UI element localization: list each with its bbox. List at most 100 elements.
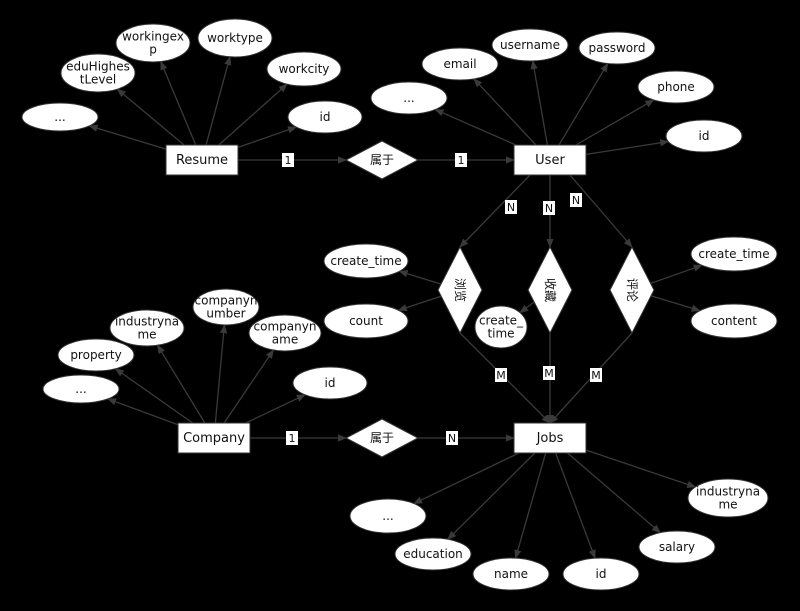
attribute-jobs-more: ...	[349, 498, 427, 534]
attribute-label: email	[443, 57, 476, 71]
attribute-edge	[447, 437, 551, 540]
attribute-resume-worktype: worktype	[197, 18, 273, 58]
cardinality-c-user-browse: N	[505, 200, 517, 214]
attribute-jobs-id: id	[562, 557, 640, 591]
attribute-label: worktype	[207, 31, 263, 45]
attribute-edge	[201, 55, 232, 161]
attribute-jobs-salary: salary	[638, 530, 716, 564]
attribute-label: workcity	[279, 62, 330, 76]
attribute-company-id: id	[292, 366, 368, 400]
cardinality-label: N	[545, 202, 553, 215]
attribute-label: ...	[382, 509, 393, 523]
attribute-company-more: ...	[42, 374, 120, 404]
cardinality-label: 1	[458, 154, 465, 167]
cardinality-label: N	[448, 432, 456, 445]
relationship-r-comment: 评论	[609, 245, 655, 335]
attribute-company-property: property	[57, 338, 135, 372]
entity-resume: Resume	[165, 144, 239, 176]
attribute-label: ame	[272, 333, 298, 347]
relationship-r-collect: 收藏	[527, 245, 573, 335]
attribute-label: companyn	[254, 320, 317, 334]
attribute-jobs-name: name	[472, 557, 550, 591]
attribute-label: tLevel	[80, 73, 116, 87]
attribute-label: p	[149, 43, 157, 57]
cardinality-c-user-collect: N	[543, 201, 555, 215]
cardinality-c-comment-jobs: M	[590, 368, 602, 382]
attribute-label: count	[349, 314, 383, 328]
attribute-edge	[530, 60, 551, 161]
cardinality-label: N	[507, 201, 515, 214]
cardinality-c-rel-jobs: N	[446, 431, 458, 445]
attribute-comment-create-time: create_time	[690, 236, 778, 272]
cardinality-c-browse-jobs: M	[495, 368, 507, 382]
attribute-label: me	[137, 328, 156, 342]
attribute-user-username: username	[491, 28, 569, 62]
diagram-edges	[88, 55, 703, 560]
cardinality-c-rel-user: 1	[455, 153, 467, 167]
attribute-user-password: password	[578, 31, 656, 65]
attribute-label: education	[403, 547, 463, 561]
attribute-comment-content: content	[690, 303, 778, 339]
cardinality-c-collect-jobs: M	[543, 366, 555, 380]
cardinality-label: M	[591, 369, 601, 382]
attribute-edge	[549, 62, 609, 161]
cardinality-label: M	[544, 367, 554, 380]
cardinality-label: M	[496, 369, 506, 382]
attribute-label: industryna	[696, 485, 760, 499]
attribute-label: salary	[659, 540, 695, 554]
attribute-label: name	[494, 567, 528, 581]
relationship-r-browse: 浏览	[437, 245, 483, 335]
attribute-label: password	[589, 41, 646, 55]
attribute-browse-create-time: create_time	[323, 243, 409, 279]
attribute-label: industryna	[115, 315, 179, 329]
attribute-edge	[549, 437, 596, 560]
attribute-label: ...	[75, 382, 86, 396]
attribute-label: content	[711, 314, 757, 328]
cardinality-label: N	[572, 194, 580, 207]
attribute-label: create_	[479, 314, 524, 328]
attribute-user-more: ...	[370, 81, 448, 115]
attribute-edge	[514, 437, 551, 559]
entity-label: Company	[183, 431, 245, 446]
attribute-label: id	[320, 110, 331, 124]
attribute-label: id	[699, 129, 710, 143]
attribute-label: ...	[403, 91, 414, 105]
entity-label: Jobs	[536, 431, 564, 446]
attribute-label: phone	[657, 80, 695, 94]
attribute-browse-count: count	[323, 303, 409, 339]
attribute-label: create_time	[698, 247, 769, 261]
attribute-edge	[213, 324, 228, 439]
entity-company: Company	[177, 422, 251, 454]
attribute-label: umber	[206, 307, 245, 321]
attribute-edge	[160, 60, 203, 161]
relationship-label: 属于	[370, 153, 394, 167]
entity-jobs: Jobs	[513, 422, 587, 454]
relationship-label: 评论	[625, 278, 639, 302]
cardinality-c-user-comment: N	[570, 193, 582, 207]
attribute-resume-id: id	[287, 100, 363, 134]
attribute-jobs-education: education	[394, 537, 472, 571]
attribute-resume-workcity: workcity	[266, 51, 342, 87]
attribute-label: workingex	[122, 30, 184, 44]
relationship-edge	[569, 174, 633, 248]
entity-user: User	[513, 144, 587, 176]
attribute-label: id	[596, 567, 607, 581]
attribute-label: time	[487, 327, 514, 341]
relationship-label: 浏览	[453, 278, 468, 302]
relationship-label: 收藏	[543, 278, 557, 302]
attribute-label: username	[500, 38, 560, 52]
attribute-resume-more: ...	[21, 102, 99, 132]
attribute-edge	[549, 437, 661, 534]
attribute-label: id	[325, 376, 336, 390]
relationship-r-resume-user: 属于	[344, 140, 420, 180]
attribute-user-id: id	[665, 119, 743, 153]
